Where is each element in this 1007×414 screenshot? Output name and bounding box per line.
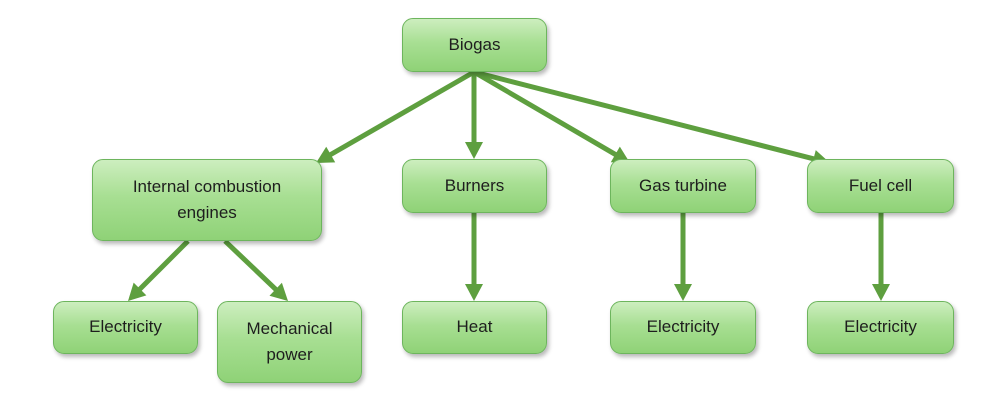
arrow-shaft — [327, 69, 476, 158]
arrow-head — [465, 284, 483, 301]
arrow-biogas-to-turbine — [472, 69, 630, 163]
node-mechanical-power: Mechanical power — [217, 301, 362, 383]
node-gas-turbine: Gas turbine — [610, 159, 756, 213]
arrow-fuelcell-to-elec3 — [872, 213, 890, 301]
arrow-head — [316, 146, 336, 163]
arrow-head — [872, 284, 890, 301]
arrow-head — [610, 146, 630, 163]
node-electricity-ice: Electricity — [53, 301, 198, 354]
arrow-head — [674, 284, 692, 301]
node-electricity-fuelcell: Electricity — [807, 301, 954, 354]
arrow-shaft — [472, 69, 619, 158]
arrow-shaft — [223, 239, 279, 293]
arrow-head — [128, 282, 147, 301]
arrow-head — [465, 142, 483, 159]
node-biogas: Biogas — [402, 18, 547, 72]
arrow-biogas-to-fuelcell — [473, 69, 830, 168]
node-fuel-cell: Fuel cell — [807, 159, 954, 213]
arrow-ice-to-mech — [223, 239, 288, 301]
arrow-biogas-to-burners — [465, 72, 483, 159]
arrow-shaft — [136, 239, 190, 293]
node-internal-combustion-engines: Internal combustion engines — [92, 159, 322, 241]
node-electricity-turbine: Electricity — [610, 301, 756, 354]
arrow-ice-to-elec1 — [128, 239, 190, 301]
arrow-burners-to-heat — [465, 213, 483, 301]
arrow-head — [269, 282, 288, 301]
arrow-shaft — [473, 69, 817, 162]
node-burners: Burners — [402, 159, 547, 213]
arrow-turbine-to-elec2 — [674, 213, 692, 301]
node-heat: Heat — [402, 301, 547, 354]
arrow-biogas-to-ice — [316, 69, 476, 163]
